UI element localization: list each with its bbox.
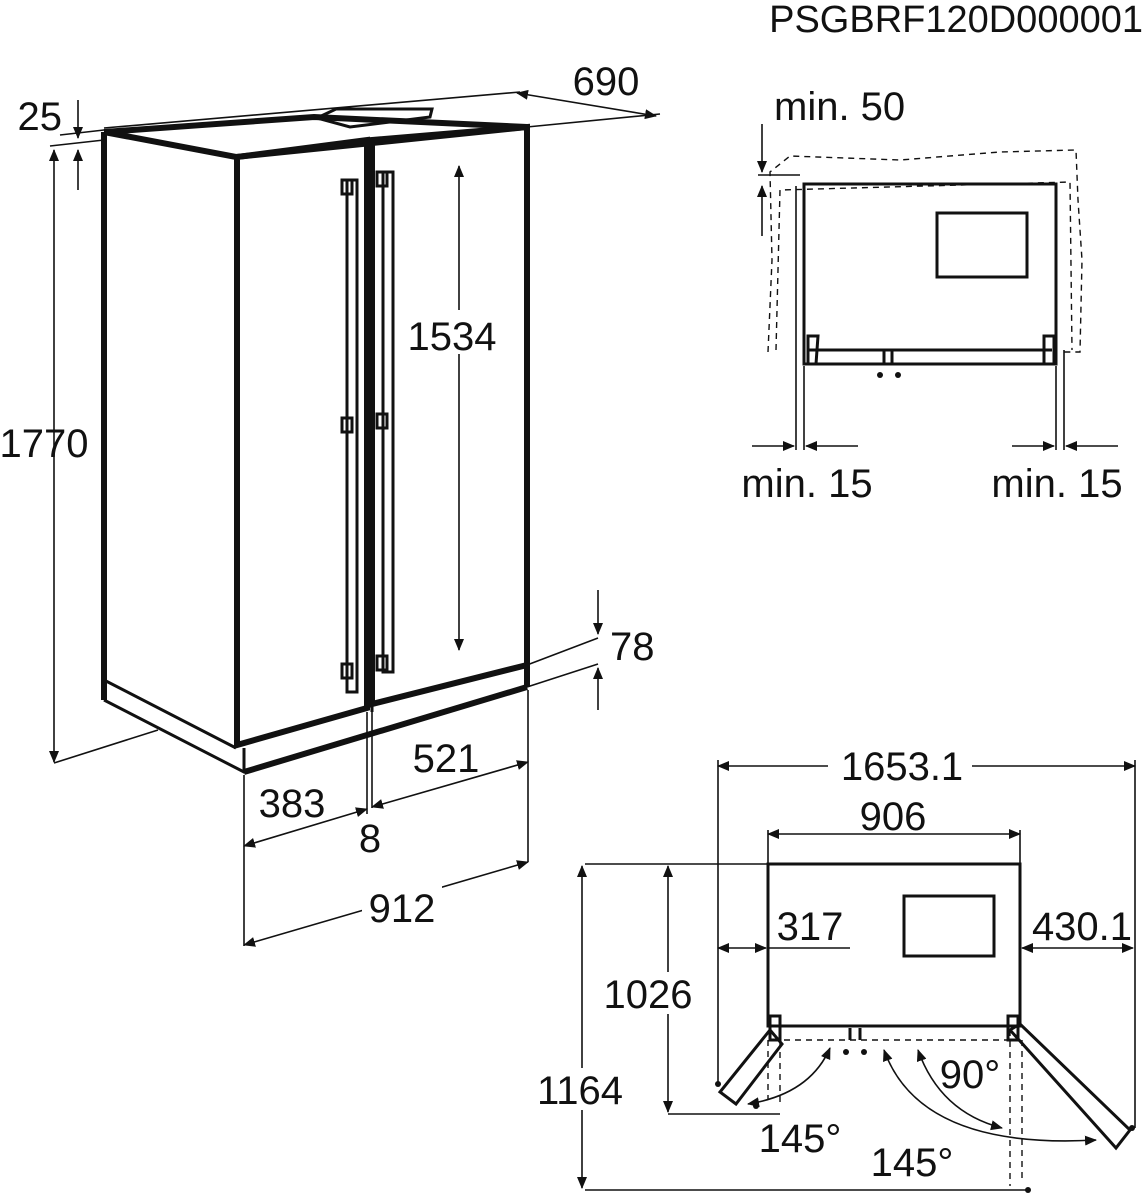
fridge-body-top	[802, 182, 1058, 366]
top-vent	[312, 107, 434, 129]
dim-depth-closed: 1026	[604, 973, 693, 1017]
left-door	[234, 136, 370, 749]
dim-width: 912	[369, 887, 436, 931]
dim-right-projection: 430.1	[1032, 905, 1132, 949]
control-panel	[935, 211, 1029, 279]
dim-door-gap: 8	[359, 817, 381, 861]
dim-depth: 690	[573, 60, 640, 104]
top-min-left: min. 15	[741, 462, 872, 506]
right-handle	[375, 170, 395, 674]
dim-depth-open: 1164	[537, 1069, 623, 1113]
top-min-back: min. 50	[774, 85, 905, 129]
right-door	[369, 123, 530, 708]
dim-door-height: 1534	[408, 315, 497, 359]
dim-body-depth: 383	[259, 782, 326, 826]
fridge-top-outline	[101, 113, 530, 700]
top-view-clearance: min. 50 min. 15 min. 15	[741, 85, 1122, 506]
angle-right: 145°	[871, 1141, 954, 1185]
angle-left: 145°	[759, 1117, 842, 1161]
dim-cabinet-width: 906	[860, 795, 927, 839]
left-handle	[340, 178, 359, 694]
drawing-code: PSGBRF120D000001	[769, 0, 1143, 41]
dim-door-depth: 521	[413, 737, 480, 781]
door-swing-view: 1653.1 906 317 430.1 1026 1164	[534, 744, 1136, 1193]
fridge-3d-view: 25 690 1770 1534 78 521 383 8	[0, 60, 661, 947]
display-panel	[902, 894, 996, 958]
dim-plinth: 78	[610, 625, 655, 669]
dim-total-width: 1653.1	[841, 745, 963, 789]
angle-right-open: 90°	[940, 1053, 1001, 1097]
plinth-base	[243, 684, 528, 775]
dim-left-projection: 317	[777, 905, 844, 949]
right-open-door	[1007, 1022, 1133, 1151]
top-min-right: min. 15	[991, 462, 1122, 506]
dim-top-clearance: 25	[18, 95, 63, 139]
dim-height: 1770	[0, 422, 88, 466]
niche-outline	[767, 149, 1083, 353]
